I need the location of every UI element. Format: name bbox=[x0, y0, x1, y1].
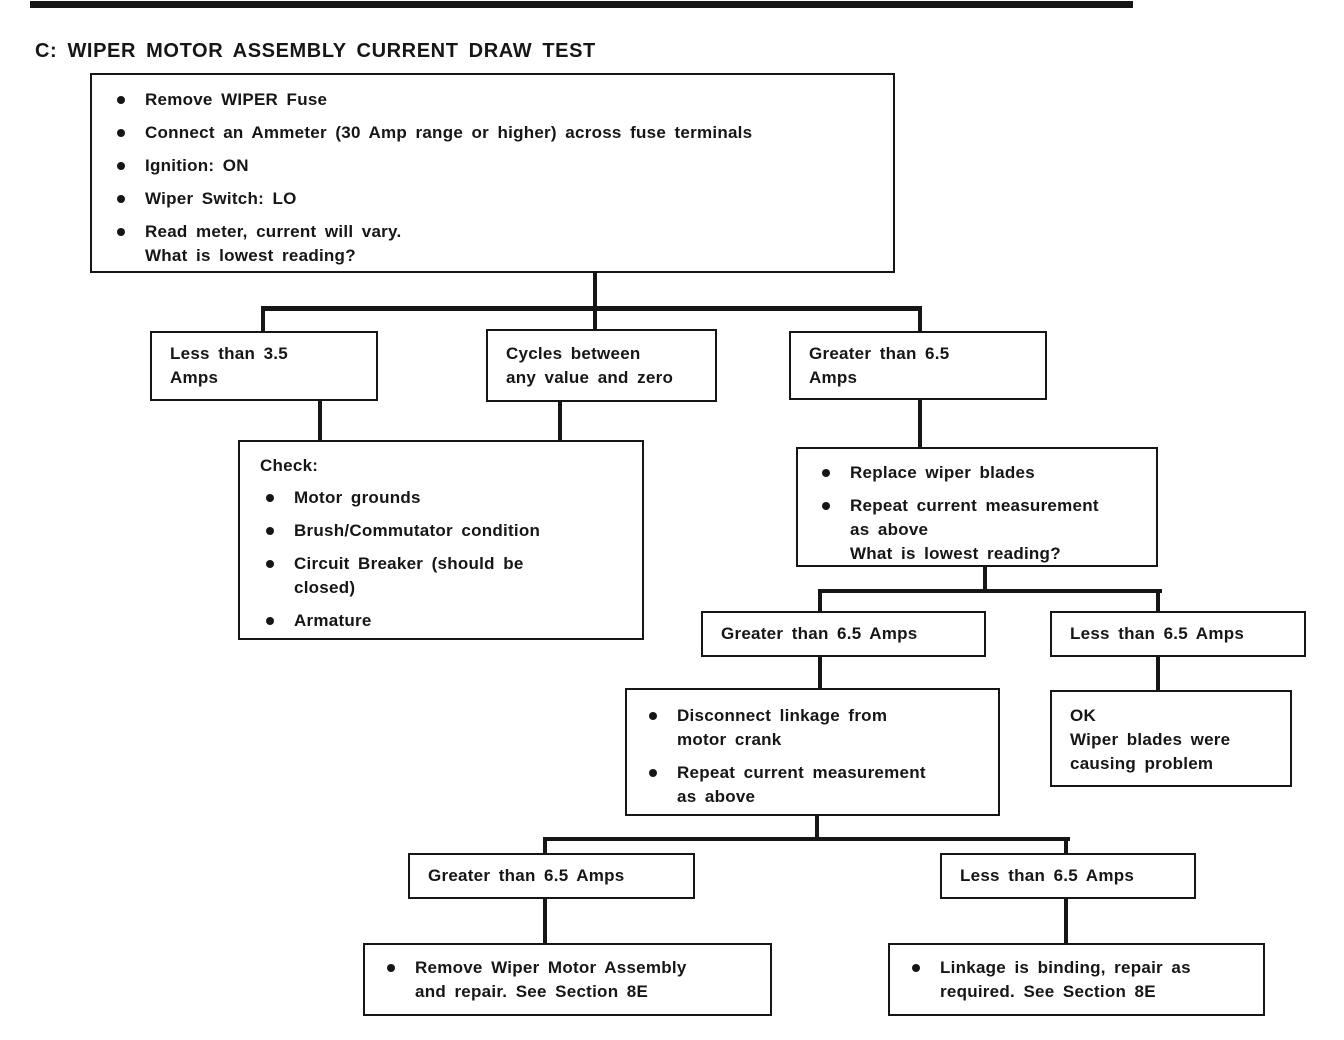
condition-cycles-between: Cycles between any value and zero bbox=[486, 329, 717, 402]
bullet-icon bbox=[649, 712, 657, 720]
connector-line bbox=[261, 306, 265, 333]
replace-blades-node: Replace wiper blades Repeat current meas… bbox=[796, 447, 1158, 567]
bullet-icon bbox=[822, 469, 830, 477]
step-text: Linkage is binding, repair as required. … bbox=[940, 958, 1191, 1001]
condition-greater-than-6-5-amps: Greater than 6.5 Amps bbox=[789, 331, 1047, 400]
bullet-icon bbox=[266, 560, 274, 568]
condition-greater-than-6-5-amps-3: Greater than 6.5 Amps bbox=[408, 853, 695, 899]
condition-label: Greater than 6.5 Amps bbox=[721, 624, 918, 643]
check-item: Circuit Breaker (should be closed) bbox=[266, 552, 632, 600]
step-text: Ignition: ON bbox=[145, 156, 249, 175]
scan-artifact-bar bbox=[30, 1, 1133, 8]
check-text: Motor grounds bbox=[294, 488, 421, 507]
bullet-icon bbox=[117, 129, 125, 137]
step-text: Remove Wiper Motor Assembly and repair. … bbox=[415, 958, 687, 1001]
connector-line bbox=[543, 897, 547, 944]
step-item: Repeat current measurement as above What… bbox=[822, 494, 1148, 566]
step-text: Wiper Switch: LO bbox=[145, 189, 297, 208]
connector-line bbox=[1156, 656, 1160, 691]
condition-greater-than-6-5-amps-2: Greater than 6.5 Amps bbox=[701, 611, 986, 657]
step-item: Remove Wiper Motor Assembly and repair. … bbox=[387, 956, 764, 1004]
condition-label: Cycles between any value and zero bbox=[506, 343, 674, 387]
check-text: Brush/Commutator condition bbox=[294, 521, 541, 540]
step-item: Connect an Ammeter (30 Amp range or high… bbox=[117, 121, 883, 145]
connector-line bbox=[818, 589, 1162, 593]
connector-line bbox=[593, 306, 597, 331]
connector-line bbox=[1064, 837, 1068, 854]
check-item: Motor grounds bbox=[266, 486, 632, 510]
condition-less-than-6-5-amps-3: Less than 6.5 Amps bbox=[940, 853, 1196, 899]
connector-line bbox=[261, 306, 922, 311]
step-item: Replace wiper blades bbox=[822, 461, 1148, 485]
connector-line bbox=[593, 272, 597, 310]
linkage-binding-result-node: Linkage is binding, repair as required. … bbox=[888, 943, 1265, 1016]
check-text: Armature bbox=[294, 611, 372, 630]
ok-result-node: OK Wiper blades were causing problem bbox=[1050, 690, 1292, 787]
bullet-icon bbox=[117, 96, 125, 104]
connector-line bbox=[543, 837, 547, 854]
step-item: Repeat current measurement as above bbox=[649, 761, 990, 809]
step-item: Read meter, current will vary. What is l… bbox=[117, 220, 883, 268]
bullet-icon bbox=[117, 228, 125, 236]
connector-line bbox=[1064, 897, 1068, 944]
connector-line bbox=[983, 566, 987, 592]
bullet-icon bbox=[266, 617, 274, 625]
condition-label: Less than 6.5 Amps bbox=[960, 866, 1135, 885]
check-text: Circuit Breaker (should be closed) bbox=[294, 554, 524, 597]
check-node: Check: Motor grounds Brush/Commutator co… bbox=[238, 440, 644, 640]
bullet-icon bbox=[822, 502, 830, 510]
start-node: Remove WIPER Fuse Connect an Ammeter (30… bbox=[90, 73, 895, 273]
page-title: C: WIPER MOTOR ASSEMBLY CURRENT DRAW TES… bbox=[35, 40, 596, 62]
condition-label: Less than 3.5 Amps bbox=[170, 344, 288, 387]
disconnect-linkage-node: Disconnect linkage from motor crank Repe… bbox=[625, 688, 1000, 816]
check-item: Brush/Commutator condition bbox=[266, 519, 632, 543]
step-text: Read meter, current will vary. What is l… bbox=[145, 222, 402, 265]
condition-less-than-3-5-amps: Less than 3.5 Amps bbox=[150, 331, 378, 401]
step-text: Repeat current measurement as above What… bbox=[850, 496, 1099, 563]
connector-line bbox=[558, 401, 562, 442]
connector-line bbox=[1156, 589, 1160, 612]
remove-motor-result-node: Remove Wiper Motor Assembly and repair. … bbox=[363, 943, 772, 1016]
step-text: Repeat current measurement as above bbox=[677, 763, 926, 806]
connector-line bbox=[815, 814, 819, 839]
condition-label: Less than 6.5 Amps bbox=[1070, 624, 1245, 643]
connector-line bbox=[318, 400, 322, 442]
connector-line bbox=[543, 837, 1070, 841]
check-item: Armature bbox=[266, 609, 632, 633]
step-item: Wiper Switch: LO bbox=[117, 187, 883, 211]
connector-line bbox=[918, 399, 922, 449]
condition-label: Greater than 6.5 Amps bbox=[428, 866, 625, 885]
step-item: Linkage is binding, repair as required. … bbox=[912, 956, 1257, 1004]
bullet-icon bbox=[649, 769, 657, 777]
connector-line bbox=[818, 656, 822, 689]
connector-line bbox=[918, 306, 922, 333]
connector-line bbox=[818, 589, 822, 612]
bullet-icon bbox=[266, 527, 274, 535]
condition-label: Greater than 6.5 Amps bbox=[809, 343, 950, 387]
step-text: Remove WIPER Fuse bbox=[145, 90, 328, 109]
step-item: Disconnect linkage from motor crank bbox=[649, 704, 990, 752]
result-text: OK Wiper blades were causing problem bbox=[1070, 706, 1231, 773]
step-item: Ignition: ON bbox=[117, 154, 883, 178]
bullet-icon bbox=[266, 494, 274, 502]
bullet-icon bbox=[912, 964, 920, 972]
step-item: Remove WIPER Fuse bbox=[117, 88, 883, 112]
bullet-icon bbox=[117, 162, 125, 170]
bullet-icon bbox=[117, 195, 125, 203]
step-text: Connect an Ammeter (30 Amp range or high… bbox=[145, 123, 753, 142]
check-heading: Check: bbox=[260, 456, 319, 475]
condition-less-than-6-5-amps-2: Less than 6.5 Amps bbox=[1050, 611, 1306, 657]
step-text: Disconnect linkage from motor crank bbox=[677, 706, 888, 749]
step-text: Replace wiper blades bbox=[850, 463, 1035, 482]
bullet-icon bbox=[387, 964, 395, 972]
